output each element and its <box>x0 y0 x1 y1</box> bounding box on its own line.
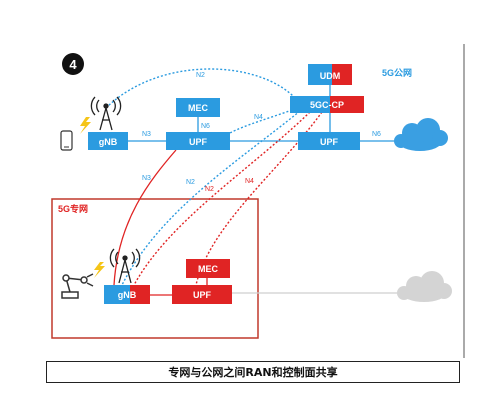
node-upf-right: UPF <box>298 132 360 150</box>
caption: 专网与公网之间RAN和控制面共享 <box>46 361 460 383</box>
node-upf-top: UPF <box>166 132 230 150</box>
label-n6-right: N6 <box>372 131 381 138</box>
node-5gc-cp: 5GC-CP <box>290 96 364 113</box>
node-gnb-bottom: gNB <box>104 285 150 304</box>
node-upf-bottom: UPF <box>172 285 232 304</box>
zone-label-private: 5G专网 <box>58 203 88 214</box>
phone-icon <box>60 130 73 151</box>
node-mec-bottom: MEC <box>186 259 230 278</box>
node-gnb-top-label: gNB <box>99 137 118 147</box>
caption-text: 专网与公网之间RAN和控制面共享 <box>168 366 338 379</box>
node-mec-top: MEC <box>176 98 220 117</box>
node-gnb-bottom-label: gNB <box>118 290 137 300</box>
link-n2-blue <box>121 110 301 286</box>
label-n6-mec: N6 <box>201 123 210 130</box>
node-mec-bottom-label: MEC <box>198 264 219 274</box>
antenna-icon-bottom <box>109 248 141 284</box>
node-upf-right-label: UPF <box>320 137 339 147</box>
label-n2-blue: N2 <box>186 179 195 186</box>
node-gnb-top: gNB <box>88 132 128 150</box>
zone-label-public: 5G公网 <box>382 68 412 78</box>
lightning-icon-top <box>80 117 91 134</box>
robot-arm-icon <box>61 273 94 299</box>
node-udm: UDM <box>308 64 352 85</box>
node-mec-top-label: MEC <box>188 103 209 113</box>
label-n2-red: N2 <box>205 186 214 193</box>
step-number: 4 <box>69 57 77 72</box>
node-udm-label: UDM <box>320 71 341 81</box>
link-n2-top <box>105 68 297 109</box>
link-n3-down <box>113 149 177 286</box>
node-5gc-cp-label: 5GC-CP <box>310 100 344 110</box>
label-n3-top: N3 <box>142 131 151 138</box>
step-badge <box>62 53 84 75</box>
label-n2-top: N2 <box>196 72 205 79</box>
label-n4-top: N4 <box>254 114 263 121</box>
cloud-icon-grey <box>397 271 452 302</box>
lightning-icon-bottom <box>94 262 105 278</box>
label-n3-down: N3 <box>142 175 151 182</box>
node-upf-top-label: UPF <box>189 137 208 147</box>
private-network-box <box>51 198 259 339</box>
link-n2-red <box>133 111 311 286</box>
antenna-icon-top <box>90 96 122 131</box>
node-upf-bottom-label: UPF <box>193 290 212 300</box>
cloud-icon-public <box>394 118 448 151</box>
link-n4-top <box>229 109 293 134</box>
label-n4-red: N4 <box>245 178 254 185</box>
